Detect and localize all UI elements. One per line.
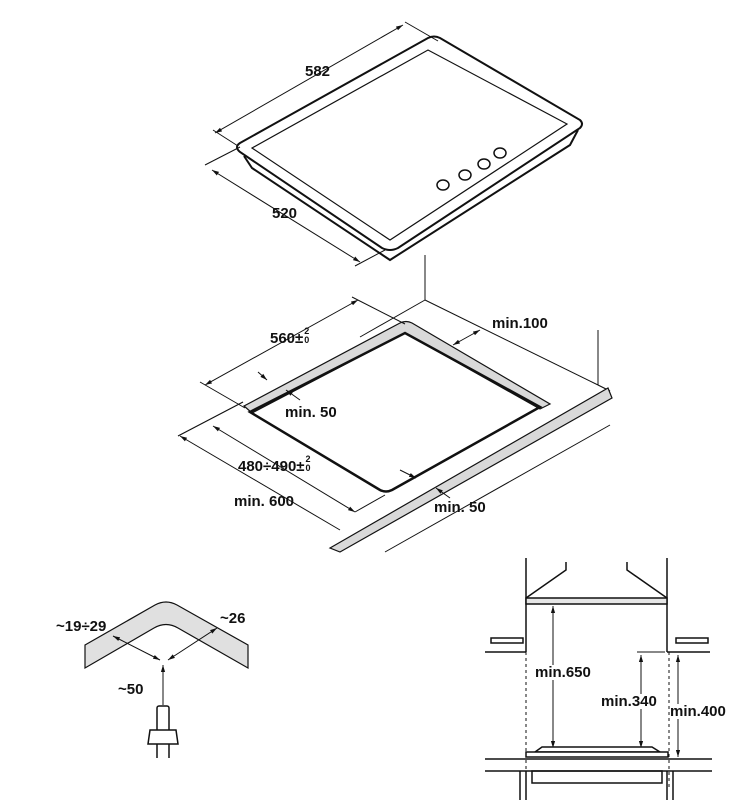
hob-drawing [204,21,583,267]
tol-lower: 0 [305,463,311,473]
dim-depth-520: 520 [272,205,298,222]
knob-icons [436,147,507,191]
cutout-width-value: 560± [270,330,304,347]
cutout-drawing [177,255,613,553]
dim-side-clearance: min. 50 [285,404,337,421]
tol-lower: 0 [304,335,310,345]
dim-front-clearance: min. 50 [434,499,486,516]
gas-fitting-icon [147,705,179,758]
hood-clearance-diagram [485,558,712,800]
dim-worktop-depth: min. 600 [234,493,295,510]
dim-hood-height: min.650 [535,664,591,681]
dim-side-wall-height: min.400 [670,703,726,720]
dim-gas-offset-b: ~26 [220,610,246,627]
tol-upper: 2 [304,326,310,336]
dim-cabinet-height: min.340 [601,693,657,710]
gas-connection-detail [84,601,249,758]
cutout-depth-value: 480÷490± [238,458,305,475]
tol-upper: 2 [305,454,311,464]
dim-width-582: 582 [305,63,331,80]
dim-gas-offset-a: ~19÷29 [56,618,107,635]
dim-back-clearance: min.100 [492,315,548,332]
dim-gas-height: ~50 [118,681,144,698]
